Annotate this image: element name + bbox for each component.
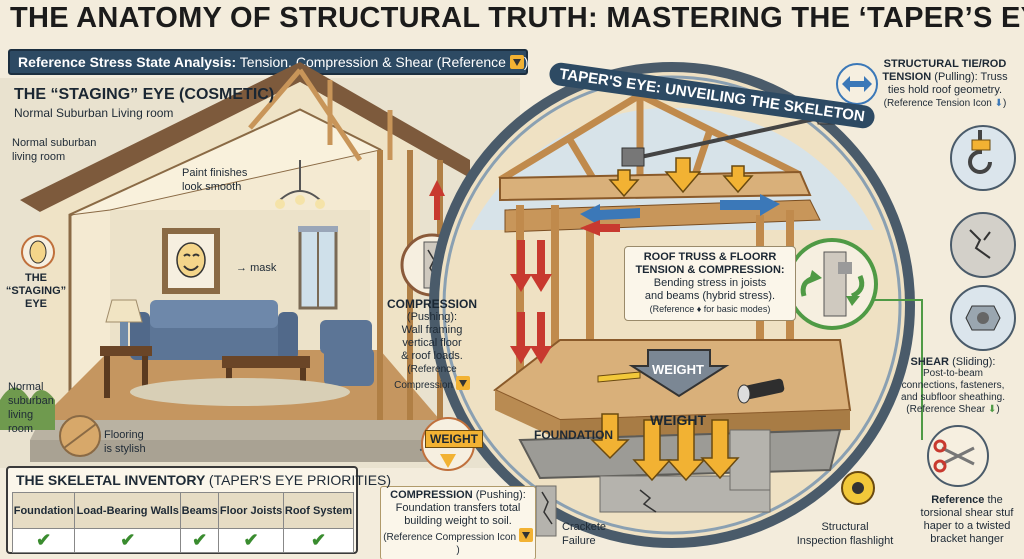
compression-reference-icon [518, 528, 533, 542]
inventory-col-roof: Roof System [283, 492, 354, 529]
check-icon: ✔ [310, 530, 327, 550]
weight-label-left: WEIGHT [425, 430, 483, 448]
inventory-col-beams: Beams [180, 492, 220, 529]
reference-bracket-callout: Reference the torsional shear stuf haper… [920, 494, 1014, 545]
staging-subheading: Normal Suburban Living room [14, 106, 174, 120]
subtitle-bold: Reference Stress State Analysis: [18, 54, 237, 70]
compression-reference-icon [455, 376, 470, 390]
tie-callout: STRUCTURAL TIE/ROD TENSION (Pulling): Tr… [882, 58, 1008, 109]
roof-truss-callout: ROOF TRUSS & FLOORR TENSION & COMPRESSIO… [624, 246, 796, 321]
check-icon: ✔ [120, 530, 136, 550]
compression-walls-callout: COMPRESSION (Pushing): Wall framing vert… [386, 297, 477, 392]
compression-foundation-callout: COMPRESSION (Pushing): Foundation transf… [380, 486, 536, 559]
mask-label: → mask [236, 262, 277, 274]
inventory-col-foundation: Foundation [11, 492, 76, 529]
inventory-col-joists: Floor Joists [218, 492, 285, 529]
check-icon: ✔ [243, 530, 259, 550]
skeletal-inventory-panel: THE SKELETAL INVENTORY (TAPER'S EYE PRIO… [6, 466, 391, 554]
shear-callout: SHEAR (Sliding): Post-to-beam connection… [901, 356, 1005, 415]
page-title: THE ANATOMY OF STRUCTURAL TRUTH: MASTERI… [10, 2, 1024, 34]
check-icon: ✔ [36, 530, 52, 550]
inventory-table: Foundation Load-Bearing Walls Beams Floo… [11, 492, 354, 553]
foundation-label: FOUNDATION [534, 428, 614, 442]
weight-label-foundation: WEIGHT [650, 412, 706, 428]
staging-heading: THE “STAGING” EYE (COSMETIC) [14, 86, 275, 103]
inventory-title: THE SKELETAL INVENTORY (TAPER'S EYE PRIO… [16, 472, 392, 488]
compression-reference-icon [509, 55, 524, 69]
check-icon: ✔ [192, 530, 208, 550]
inventory-col-walls: Load-Bearing Walls [74, 492, 182, 529]
staging-eye-label: THE“STAGING”EYE [5, 272, 67, 310]
weight-label-center: WEIGHT [652, 362, 704, 377]
